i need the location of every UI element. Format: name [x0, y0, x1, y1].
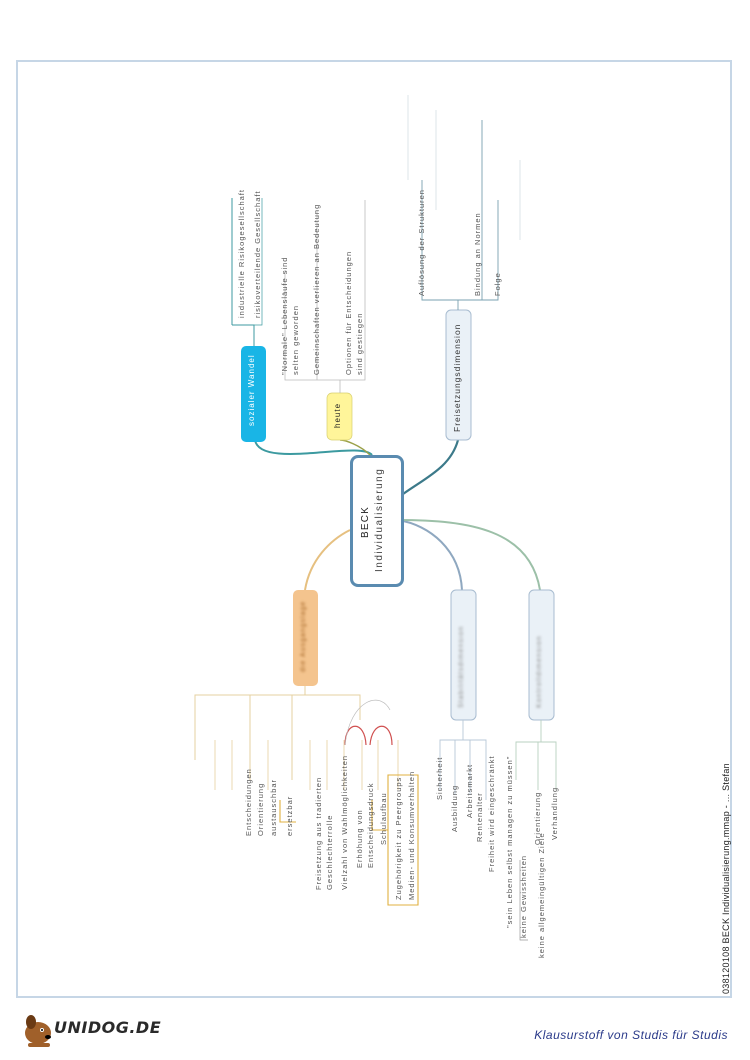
freisetzung-child-1: Auflösung der Strukturen — [417, 189, 426, 296]
logo-text[interactable]: UNIDOG.DE — [54, 1018, 162, 1037]
heute-child-2: selten geworden — [291, 304, 300, 375]
stabilitaet-child-3: Arbeitsmarkt — [465, 763, 474, 818]
ausgangslage-child-3: austauschbar — [269, 778, 278, 836]
sozialer-wandel-label: sozialer Wandel — [247, 354, 256, 426]
stabilitaet-child-2: Ausbildung — [450, 784, 459, 832]
freisetzung-child-2: Bindung an Normen — [473, 212, 482, 296]
branch-kontrolle — [397, 519, 541, 591]
ausgangslage-child-6: Geschlechterrolle — [325, 814, 334, 890]
kontrolle-child-2: keine Gewissheiten — [519, 854, 528, 938]
ausgangslage-child-7: Vielzahl von Wahlmöglichkeiten — [340, 754, 349, 890]
heute-child-5: sind gestiegen — [355, 312, 364, 375]
central-subtitle: Individualisierung — [374, 467, 385, 572]
stabilitaet-label: Stabilitätsdimension — [458, 625, 465, 708]
branch-ausgangslage — [304, 529, 351, 591]
kontrolle-label: Kontrolldimension — [536, 635, 543, 708]
branch-stabilitaet — [397, 519, 463, 591]
dog-logo-icon — [25, 1015, 51, 1047]
central-title: BECK — [360, 505, 371, 538]
mindmap-frame — [16, 60, 732, 998]
stabilitaet-child-5: Freiheit wird eingeschränkt — [487, 755, 496, 872]
kontrolle-child-4: Orientierung — [533, 791, 542, 845]
ausgangslage-child-8: Erhöhung von — [355, 809, 364, 868]
heute-child-4: Optionen für Entscheidungen — [344, 250, 353, 375]
freisetzung-label: Freisetzungsdimension — [452, 323, 462, 432]
ausgangslage-child-9: Entscheidungsdruck — [366, 782, 375, 868]
ausgangslage-child-2: Orientierung — [256, 782, 265, 836]
heute-child-1: "Normale" Lebensläufe sind — [280, 256, 289, 375]
footer-tagline: Klausurstoff von Studis für Studis — [534, 1028, 728, 1042]
heute-label: heute — [333, 402, 342, 428]
sozialer-wandel-child-2: risikoverteilende Gesellschaft — [253, 190, 262, 318]
kontrolle-child-1: "sein Leben selbst managen zu müssen" — [505, 755, 514, 928]
heute-child-3: Gemeinschaften verlieren an Bedeutung — [312, 203, 321, 375]
stabilitaet-child-1: Sicherheit — [435, 756, 444, 800]
kontrolle-child-5: Verhandlung — [550, 786, 559, 840]
node-stabilitaet — [450, 589, 477, 721]
sozialer-wandel-child-1: industrielle Risikogesellschaft — [237, 189, 246, 318]
node-freisetzung — [445, 309, 472, 441]
node-ausgangslage — [293, 590, 318, 686]
ausgangslage-child-12: Medien- und Konsumverhalten — [407, 770, 416, 900]
node-heute — [326, 392, 353, 441]
ausgangslage-label: die Ausgangslage — [300, 600, 307, 672]
freisetzung-child-3: Folge — [493, 272, 502, 296]
ausgangslage-child-10: Schulaufbau — [379, 792, 388, 845]
central-node[interactable] — [350, 455, 404, 587]
ausgangslage-child-4: ersetzbar — [285, 795, 294, 836]
node-sozialer-wandel — [241, 346, 266, 442]
branch-sozialer-wandel — [254, 439, 373, 456]
ausgangslage-child-5: Freisetzung aus tradierten — [314, 776, 323, 890]
ausgangslage-child-1: Entscheidungen — [244, 768, 253, 836]
kontrolle-child-3: keine allgemeingültigen Ziele — [537, 832, 546, 958]
node-kontrolle — [528, 589, 555, 721]
stabilitaet-child-4: Rentenalter — [475, 792, 484, 842]
file-label: 038120108 BECK Individualisierung.mmap -… — [721, 763, 731, 994]
ausgangslage-child-11: Zugehörigkeit zu Peergroups — [394, 776, 403, 900]
